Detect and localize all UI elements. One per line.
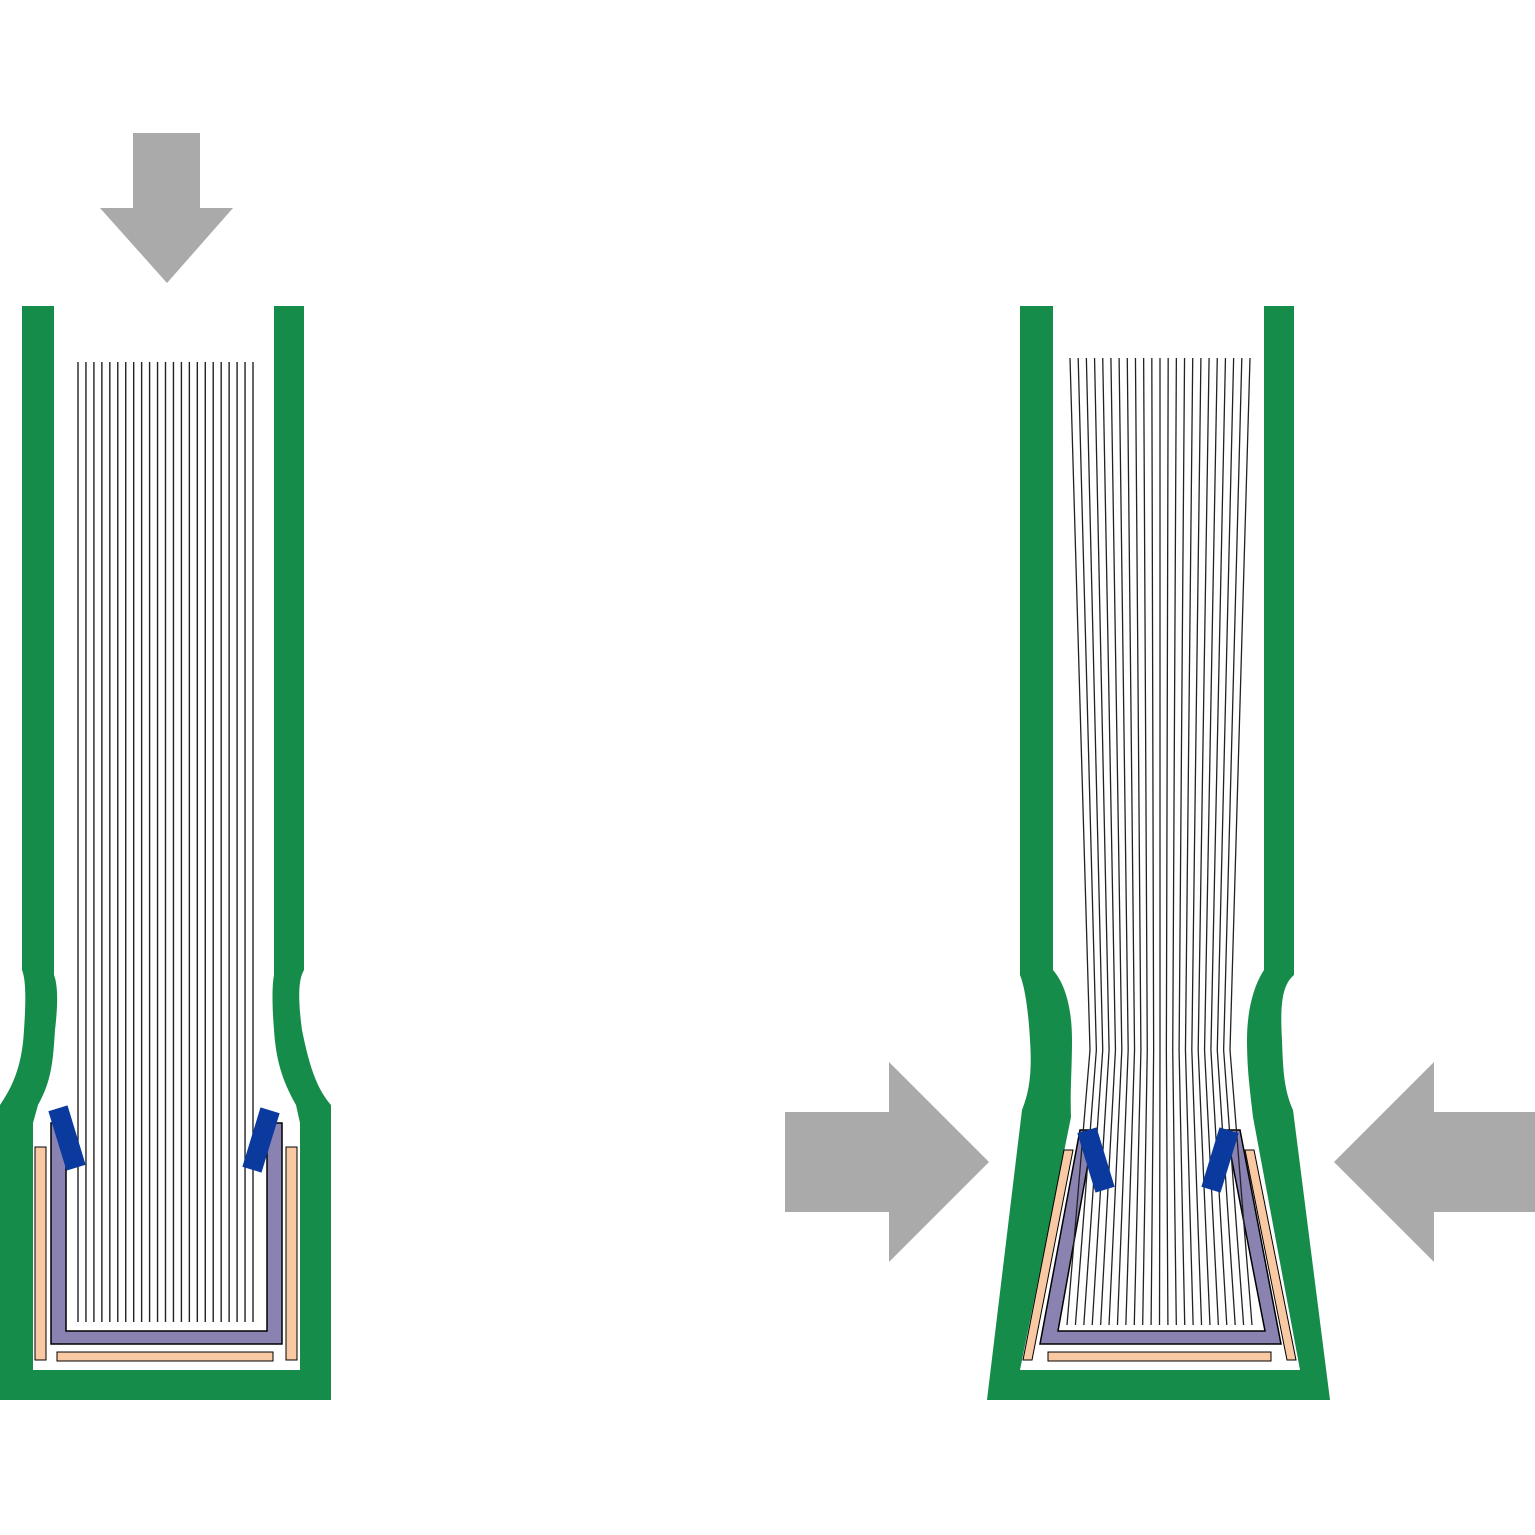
casing-right	[987, 306, 1330, 1400]
line	[1229, 357, 1253, 1326]
line	[1091, 357, 1110, 1326]
line	[1216, 357, 1236, 1326]
down-arrow	[100, 133, 233, 283]
clip-right	[1201, 1127, 1239, 1193]
strip-right	[285, 1146, 298, 1361]
clip-left	[1077, 1127, 1115, 1193]
line	[1083, 357, 1104, 1326]
line	[1184, 357, 1194, 1326]
line	[1108, 357, 1123, 1326]
left-pointing-arrow	[1334, 1062, 1535, 1262]
clip-left	[48, 1105, 86, 1171]
line	[1210, 357, 1228, 1326]
strip-bottom	[56, 1351, 274, 1362]
line	[1133, 357, 1142, 1326]
clip-right	[242, 1107, 280, 1173]
line	[1222, 357, 1245, 1326]
line	[1142, 357, 1148, 1326]
line-bundle	[1066, 357, 1253, 1326]
strip-left	[34, 1146, 47, 1361]
panel-compressed	[785, 306, 1535, 1400]
strip-right	[1244, 1149, 1297, 1361]
right-pointing-arrow	[785, 1062, 989, 1262]
strip-left	[1022, 1149, 1074, 1361]
line	[1178, 357, 1186, 1326]
line-bundle	[77, 362, 254, 1322]
line	[1074, 357, 1098, 1326]
line	[1116, 357, 1129, 1326]
line	[1158, 358, 1161, 1326]
panel-uncompressed	[0, 133, 331, 1400]
casing-left	[0, 306, 331, 1400]
line	[1066, 357, 1091, 1326]
line	[1150, 357, 1155, 1326]
line	[1125, 357, 1136, 1326]
line	[1197, 357, 1211, 1326]
strip-bottom	[1047, 1351, 1272, 1362]
line	[1165, 357, 1169, 1326]
line	[1172, 357, 1178, 1326]
line	[1099, 357, 1117, 1326]
line	[1191, 357, 1203, 1326]
line	[1203, 357, 1220, 1326]
